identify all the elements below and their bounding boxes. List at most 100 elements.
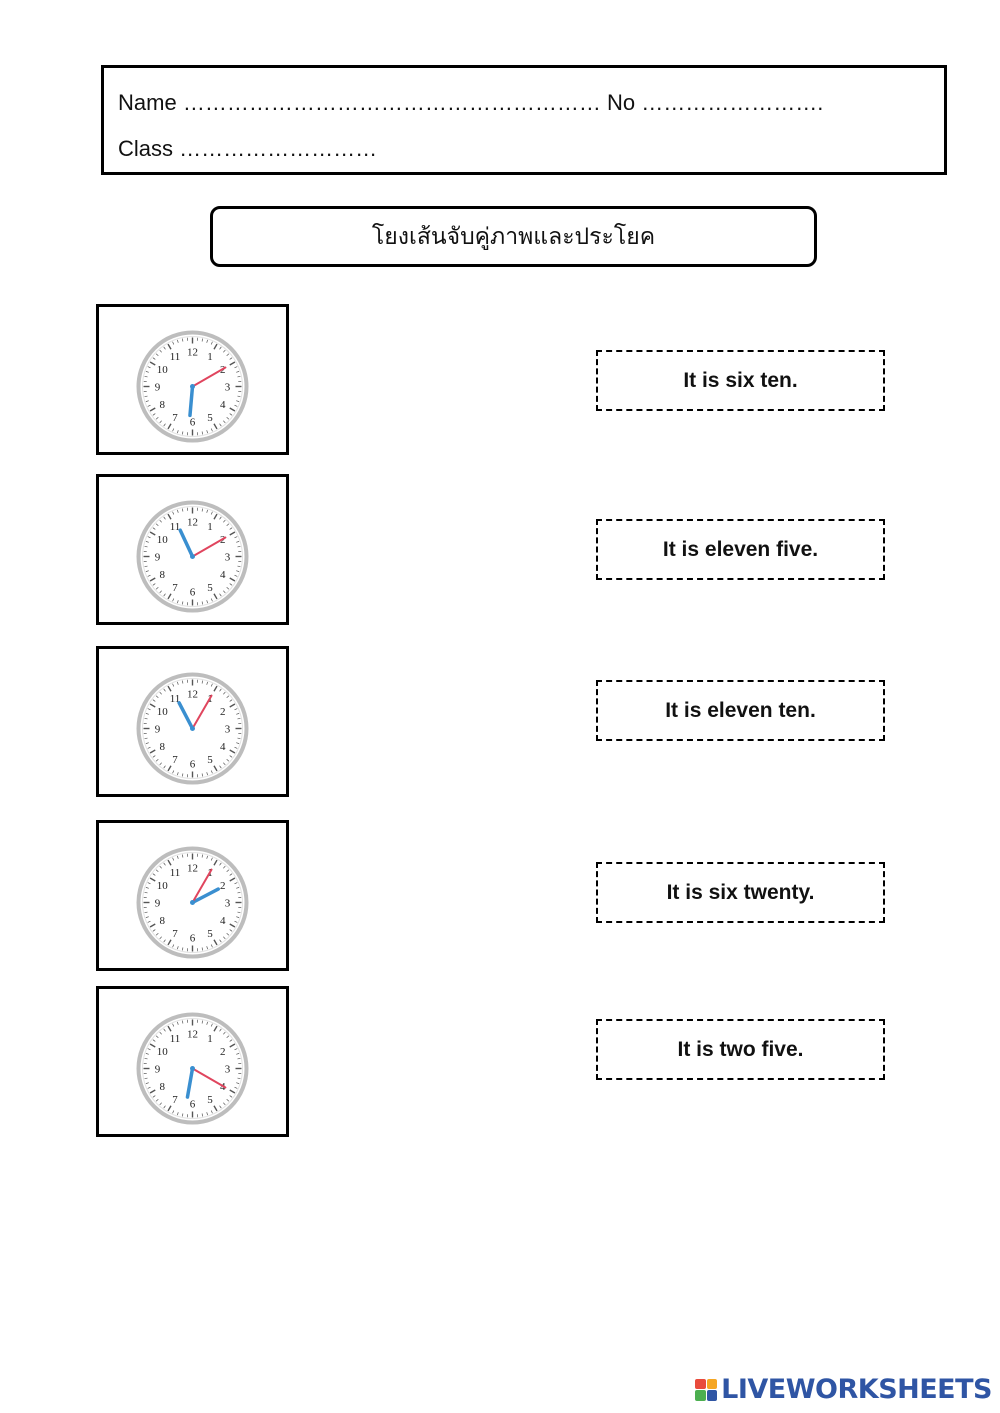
clock-tick bbox=[181, 680, 184, 684]
clock-tick bbox=[152, 413, 156, 416]
clock-tick bbox=[152, 1039, 156, 1042]
clock-number: 11 bbox=[170, 1033, 181, 1045]
clock-tick bbox=[147, 882, 151, 885]
sentence-box-4[interactable]: It is six twenty. bbox=[596, 862, 885, 923]
minute-hand bbox=[191, 536, 227, 558]
clock-tick bbox=[145, 1082, 149, 1084]
clock-card-2[interactable]: 121234567891011 bbox=[96, 474, 289, 625]
no-label: No bbox=[606, 90, 636, 115]
clock-tick bbox=[229, 749, 236, 754]
clock-tick bbox=[234, 404, 238, 407]
clock-tick bbox=[229, 1089, 236, 1094]
clock-tick bbox=[144, 545, 148, 548]
clock-tick bbox=[206, 681, 208, 685]
clock-number: 3 bbox=[225, 898, 231, 910]
clock-tick bbox=[159, 420, 162, 424]
clock-tick bbox=[229, 531, 236, 536]
clock-tick bbox=[234, 746, 238, 749]
clock-tick bbox=[223, 420, 226, 424]
clock-tick bbox=[223, 1102, 226, 1106]
clock-number: 10 bbox=[157, 364, 169, 376]
clock-tick bbox=[219, 346, 222, 350]
clock-tick bbox=[213, 685, 218, 692]
clock-tick bbox=[213, 513, 218, 520]
clock-tick bbox=[163, 1028, 166, 1032]
clock-card-3[interactable]: 121234567891011 bbox=[96, 646, 289, 797]
clock-card-5[interactable]: 121234567891011 bbox=[96, 986, 289, 1137]
clock-tick bbox=[144, 911, 148, 914]
clock-tick bbox=[152, 755, 156, 758]
clock-tick bbox=[234, 1048, 238, 1051]
clock-tick bbox=[206, 772, 208, 776]
class-dots: ……………………… bbox=[179, 136, 378, 161]
sentence-box-5[interactable]: It is two five. bbox=[596, 1019, 885, 1080]
class-line: Class ……………………… bbox=[118, 136, 377, 162]
clock-tick bbox=[201, 1113, 204, 1117]
clock-tick bbox=[181, 338, 184, 342]
clock-tick bbox=[181, 947, 184, 951]
clock-tick bbox=[149, 877, 156, 882]
clock-tick bbox=[147, 1048, 151, 1051]
clock-tick bbox=[213, 343, 218, 350]
clock-tick bbox=[172, 944, 175, 948]
clock-tick bbox=[234, 366, 238, 369]
clock-tick bbox=[145, 1053, 149, 1055]
clock-number: 8 bbox=[159, 1081, 165, 1093]
clock-tick bbox=[210, 511, 213, 515]
clock-tick bbox=[181, 508, 184, 512]
clock-tick bbox=[155, 695, 159, 698]
clock-tick bbox=[201, 680, 204, 684]
clock-tick bbox=[226, 353, 230, 356]
clock-tick bbox=[147, 366, 151, 369]
clock-tick bbox=[210, 857, 213, 861]
clock-tick bbox=[149, 1043, 156, 1048]
clock-number: 3 bbox=[225, 552, 231, 564]
clock-tick bbox=[155, 353, 159, 356]
clock-tick bbox=[159, 865, 162, 869]
clock-number: 4 bbox=[220, 399, 226, 411]
clock-tick bbox=[213, 765, 218, 772]
clock-tick bbox=[149, 703, 156, 708]
clock-tick bbox=[213, 939, 218, 946]
clock-tick bbox=[210, 1023, 213, 1027]
clock-card-1[interactable]: 121234567891011 bbox=[96, 304, 289, 455]
clock-tick bbox=[147, 920, 151, 923]
clock-tick bbox=[226, 1035, 230, 1038]
clock-number: 12 bbox=[187, 689, 198, 701]
clock-tick bbox=[219, 516, 222, 520]
clock-card-4[interactable]: 121234567891011 bbox=[96, 820, 289, 971]
clock-number: 2 bbox=[220, 1046, 226, 1058]
clock-face-icon: 121234567891011 bbox=[136, 330, 249, 443]
clock-tick bbox=[144, 395, 148, 398]
clock-tick bbox=[229, 877, 236, 882]
clock-number: 6 bbox=[190, 417, 196, 429]
clock-tick bbox=[213, 593, 218, 600]
class-label: Class bbox=[118, 136, 174, 161]
clock-tick bbox=[229, 1043, 236, 1048]
clock-tick bbox=[145, 916, 149, 918]
instruction-box: โยงเส้นจับคู่ภาพและประโยค bbox=[210, 206, 817, 267]
sentence-box-1[interactable]: It is six ten. bbox=[596, 350, 885, 411]
clock-tick bbox=[181, 1020, 184, 1024]
logo-square bbox=[695, 1390, 706, 1401]
clock-tick bbox=[155, 523, 159, 526]
clock-tick bbox=[236, 887, 240, 889]
clock-tick bbox=[155, 759, 159, 762]
clock-tick bbox=[206, 339, 208, 343]
clock-tick bbox=[167, 939, 172, 946]
clock-tick bbox=[177, 509, 179, 513]
clock-tick bbox=[167, 859, 172, 866]
clock-tick bbox=[226, 759, 230, 762]
clock-tick bbox=[167, 593, 172, 600]
clock-tick bbox=[167, 1025, 172, 1032]
clock-tick bbox=[213, 1025, 218, 1032]
clock-tick bbox=[236, 570, 240, 572]
clock-tick bbox=[229, 361, 236, 366]
clock-tick bbox=[155, 933, 159, 936]
clock-face-icon: 121234567891011 bbox=[136, 500, 249, 613]
sentence-box-2[interactable]: It is eleven five. bbox=[596, 519, 885, 580]
clock-tick bbox=[152, 527, 156, 530]
sentence-box-3[interactable]: It is eleven ten. bbox=[596, 680, 885, 741]
clock-number: 7 bbox=[172, 412, 178, 424]
clock-tick bbox=[210, 683, 213, 687]
